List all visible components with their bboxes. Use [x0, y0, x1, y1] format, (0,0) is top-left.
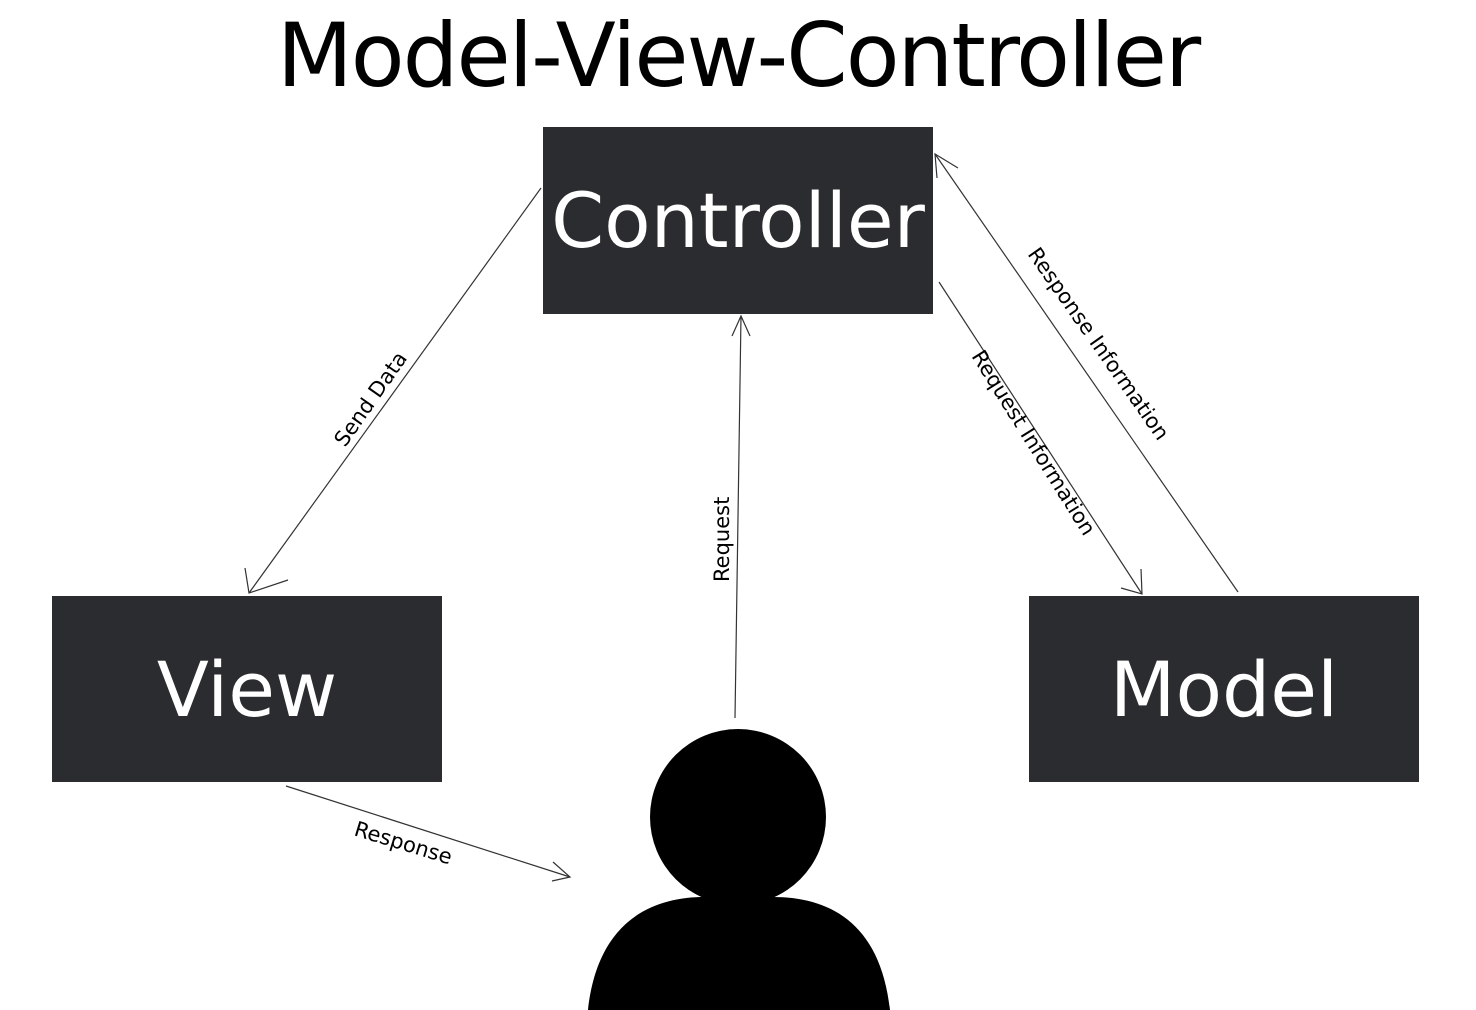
edge-send-data: Send Data	[244, 187, 542, 594]
user-icon	[588, 729, 890, 1010]
request-label: Request	[710, 497, 734, 582]
view-label: View	[156, 644, 338, 734]
response-information-label: Response Information	[1023, 243, 1174, 444]
model-label: Model	[1109, 644, 1339, 734]
diagram-title: Model-View-Controller	[276, 4, 1201, 107]
response-label: Response	[352, 817, 455, 869]
view-node: View	[52, 596, 442, 782]
edge-request-information: Request Information	[938, 281, 1143, 595]
edge-request: Request	[710, 314, 751, 719]
edge-response: Response	[285, 785, 572, 882]
controller-label: Controller	[551, 176, 925, 265]
request-information-label: Request Information	[967, 346, 1101, 540]
controller-node: Controller	[543, 127, 933, 314]
model-node: Model	[1029, 596, 1419, 782]
send-data-label: Send Data	[329, 347, 412, 451]
